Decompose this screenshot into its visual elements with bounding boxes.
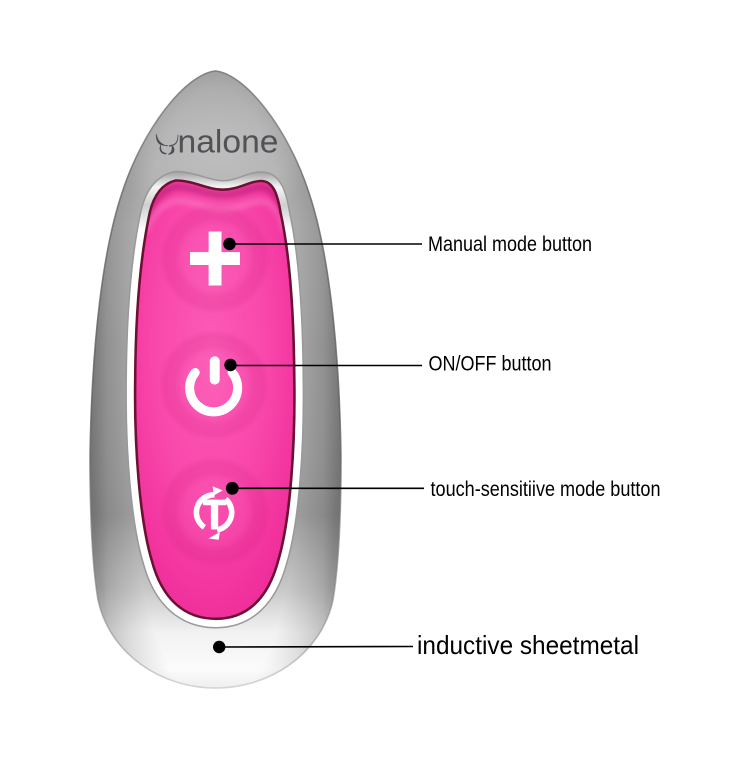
svg-text:ON/OFF button: ON/OFF button xyxy=(429,353,552,376)
svg-text:nalone: nalone xyxy=(178,124,279,160)
svg-text:touch-sensitiive mode button: touch-sensitiive mode button xyxy=(431,478,661,501)
svg-text:Manual mode button: Manual mode button xyxy=(428,233,592,256)
svg-text:inductive sheetmetal: inductive sheetmetal xyxy=(417,630,639,660)
